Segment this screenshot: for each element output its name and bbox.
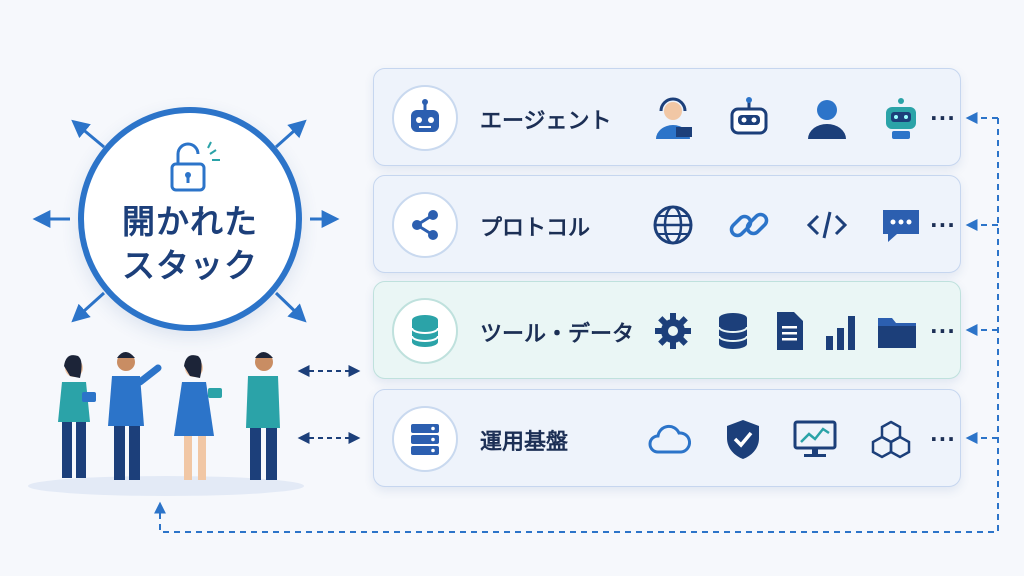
- headset-agent-icon: [656, 97, 692, 139]
- server-icon: [392, 406, 458, 472]
- layer-agent-label: エージェント: [480, 109, 612, 134]
- loop-path: [154, 118, 999, 533]
- person-man-pointing: [108, 352, 162, 480]
- person-woman-phone: [174, 355, 222, 480]
- database-icon: [718, 313, 748, 349]
- robot-icon: [730, 97, 768, 135]
- blocks-icon: [871, 420, 911, 459]
- person-man-thinking: [246, 352, 280, 480]
- hub-title-line1: 開かれた: [122, 202, 258, 241]
- link-icon: [729, 212, 769, 238]
- layer-agent: エージェント ...: [373, 68, 961, 166]
- layer-protocol-more: ...: [930, 208, 956, 232]
- layer-tools-data-label: ツール・データ: [480, 322, 635, 347]
- user-icon: [808, 100, 846, 139]
- layer-protocol: プロトコル ...: [373, 175, 961, 273]
- database-icon: [392, 298, 458, 364]
- robot-icon: [392, 85, 458, 151]
- unlocked-padlock-icon: [170, 141, 220, 192]
- layer-tools-data: ツール・データ ...: [373, 281, 961, 379]
- layer-protocol-label: プロトコル: [480, 216, 591, 241]
- layer-tools-data-more: ...: [930, 314, 956, 338]
- code-icon: [806, 211, 848, 239]
- bar-chart-icon: [826, 316, 855, 350]
- person-woman-tablet: [58, 355, 96, 478]
- folder-icon: [878, 318, 916, 348]
- monitor-chart-icon: [793, 420, 837, 457]
- layer-operations: 運用基盤 ...: [373, 389, 961, 487]
- document-icon: [777, 312, 803, 350]
- layer-operations-label: 運用基盤: [480, 430, 569, 455]
- gear-icon: [655, 313, 691, 349]
- people-group: [28, 352, 304, 496]
- layer-operations-more: ...: [930, 422, 956, 446]
- radial-arrows: [32, 119, 340, 323]
- layer-agent-more: ...: [930, 101, 956, 125]
- globe-icon: [653, 205, 693, 245]
- share-nodes-icon: [392, 192, 458, 258]
- teal-robot-icon: [886, 98, 916, 139]
- hub-title: 開かれた スタック: [78, 200, 302, 288]
- cloud-icon: [648, 424, 691, 454]
- shield-check-icon: [727, 420, 759, 459]
- hub-title-line2: スタック: [122, 246, 258, 285]
- chat-bubble-icon: [883, 210, 919, 242]
